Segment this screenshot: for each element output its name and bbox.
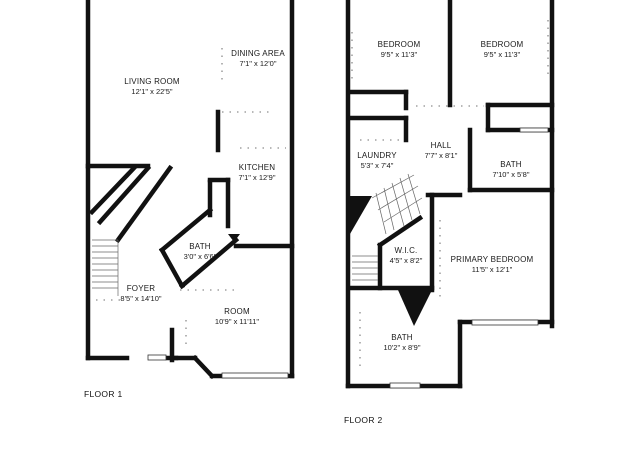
room-dimensions: 5'3" x 7'4" (360, 161, 394, 170)
room-dimensions: 8'5" x 14'10" (120, 294, 162, 303)
room-bath-floor1: BATH 3'0" x 6'6" (184, 242, 217, 262)
room-bath-primary: BATH 10'2" x 8'9" (384, 333, 421, 353)
room-name: BATH (391, 333, 413, 342)
room-dimensions: 7'1" x 12'0" (239, 59, 277, 68)
room-hall: HALL 7'7" x 8'1" (425, 141, 458, 161)
room-dimensions: 9'5" x 11'3" (483, 50, 521, 59)
room-name: FOYER (126, 284, 156, 293)
room-name: HALL (430, 141, 452, 150)
room-name: W.I.C. (394, 246, 418, 255)
room-name: PRIMARY BEDROOM (450, 255, 534, 264)
room-foyer: FOYER 8'5" x 14'10" (120, 284, 161, 304)
room-name: KITCHEN (238, 163, 276, 172)
room-kitchen: KITCHEN 7'1" x 12'9" (239, 163, 276, 183)
room-wic: W.I.C. 4'5" x 8'2" (390, 246, 423, 266)
room-dimensions: 11'5" x 12'1" (471, 265, 513, 274)
room-dimensions: 3'0" x 6'6" (183, 252, 217, 261)
room-living-room: LIVING ROOM 12'1" x 22'5" (124, 77, 180, 97)
floor-2-stairs (352, 173, 423, 281)
room-laundry: LAUNDRY 5'3" x 7'4" (357, 151, 397, 171)
room-dining-area: DINING AREA 7'1" x 12'0" (231, 49, 285, 69)
room-dimensions: 12'1" x 22'5" (131, 87, 173, 96)
room-dimensions: 7'10" x 5'8" (492, 170, 530, 179)
floor-2-label: FLOOR 2 (344, 415, 383, 425)
room-dimensions: 10'2" x 8'9" (383, 343, 421, 352)
room-name: ROOM (224, 307, 250, 316)
room-room: ROOM 10'9" x 11'11" (215, 307, 259, 327)
room-name: LAUNDRY (357, 151, 397, 160)
room-bedroom-left: BEDROOM 9'5" x 11'3" (378, 40, 421, 60)
floor-1-stairs (92, 239, 119, 296)
room-primary-bedroom: PRIMARY BEDROOM 11'5" x 12'1" (451, 255, 534, 275)
room-name: BEDROOM (377, 40, 421, 49)
room-name: LIVING ROOM (124, 77, 180, 86)
room-name: BEDROOM (480, 40, 524, 49)
room-dimensions: 7'1" x 12'9" (238, 173, 276, 182)
room-dimensions: 4'5" x 8'2" (389, 256, 423, 265)
room-name: DINING AREA (231, 49, 285, 58)
room-bath-hall: BATH 7'10" x 5'8" (493, 160, 530, 180)
room-name: BATH (500, 160, 522, 169)
floor-1-walls (85, 0, 295, 380)
room-bedroom-right: BEDROOM 9'5" x 11'3" (481, 40, 524, 60)
room-dimensions: 9'5" x 11'3" (380, 50, 418, 59)
floor-1-label: FLOOR 1 (84, 389, 123, 399)
room-dimensions: 7'7" x 8'1" (424, 151, 458, 160)
room-dimensions: 10'9" x 11'11" (214, 317, 260, 326)
room-name: BATH (189, 242, 211, 251)
